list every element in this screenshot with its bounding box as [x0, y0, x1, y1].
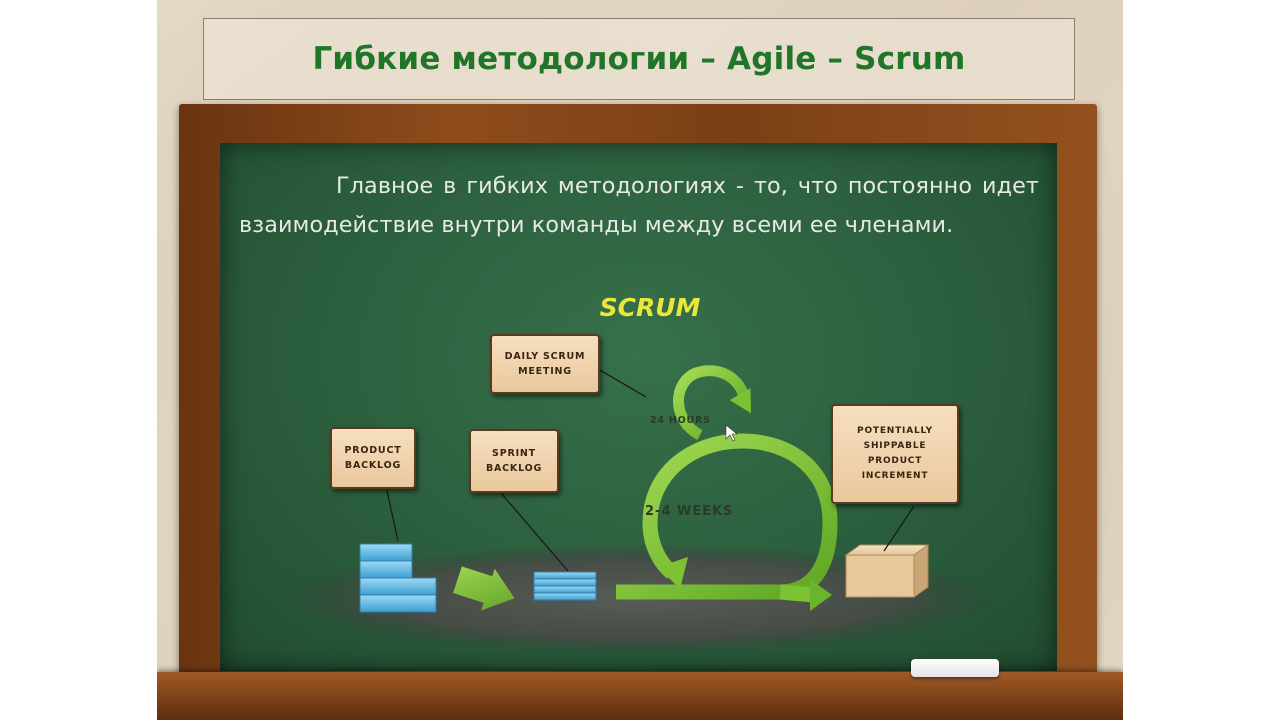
- product-increment-label: Potentially Shippable Product Increment: [831, 404, 959, 504]
- product-increment-box-icon: [844, 544, 930, 598]
- hours-label: 24 Hours: [650, 415, 711, 426]
- sprint-backlog-sheets-icon: [533, 571, 597, 601]
- chalkboard: Главное в гибких методологиях - то, что …: [220, 143, 1057, 671]
- sprint-cycle-arrow-icon: [616, 433, 838, 611]
- slide: Гибкие методологии – Agile – Scrum Главн…: [157, 0, 1123, 720]
- product-backlog-label: Product Backlog: [330, 427, 416, 489]
- product-backlog-stack-icon: [359, 543, 437, 613]
- scrum-title: SCRUM: [599, 293, 701, 322]
- connector-increment: [883, 505, 915, 552]
- weeks-label: 2-4 Weeks: [645, 504, 734, 519]
- scrum-diagram: [280, 365, 1000, 654]
- daily-scrum-label: Daily Scrum Meeting: [490, 334, 600, 394]
- slide-title: Гибкие методологии – Agile – Scrum: [312, 41, 966, 77]
- body-paragraph: Главное в гибких методологиях - то, что …: [239, 173, 1039, 238]
- chalk-tray: [157, 672, 1123, 720]
- chalk-eraser: [911, 659, 999, 677]
- title-box: Гибкие методологии – Agile – Scrum: [203, 18, 1075, 100]
- chalkboard-frame: Главное в гибких методологиях - то, что …: [179, 104, 1097, 689]
- small-arrow-icon: [453, 566, 515, 611]
- connector-product: [385, 485, 399, 542]
- connector-daily: [597, 368, 647, 398]
- sprint-backlog-label: Sprint Backlog: [469, 429, 559, 493]
- cursor-icon: [725, 424, 738, 442]
- connector-sprint: [500, 492, 569, 572]
- daily-cycle-arrow-icon: [673, 365, 751, 440]
